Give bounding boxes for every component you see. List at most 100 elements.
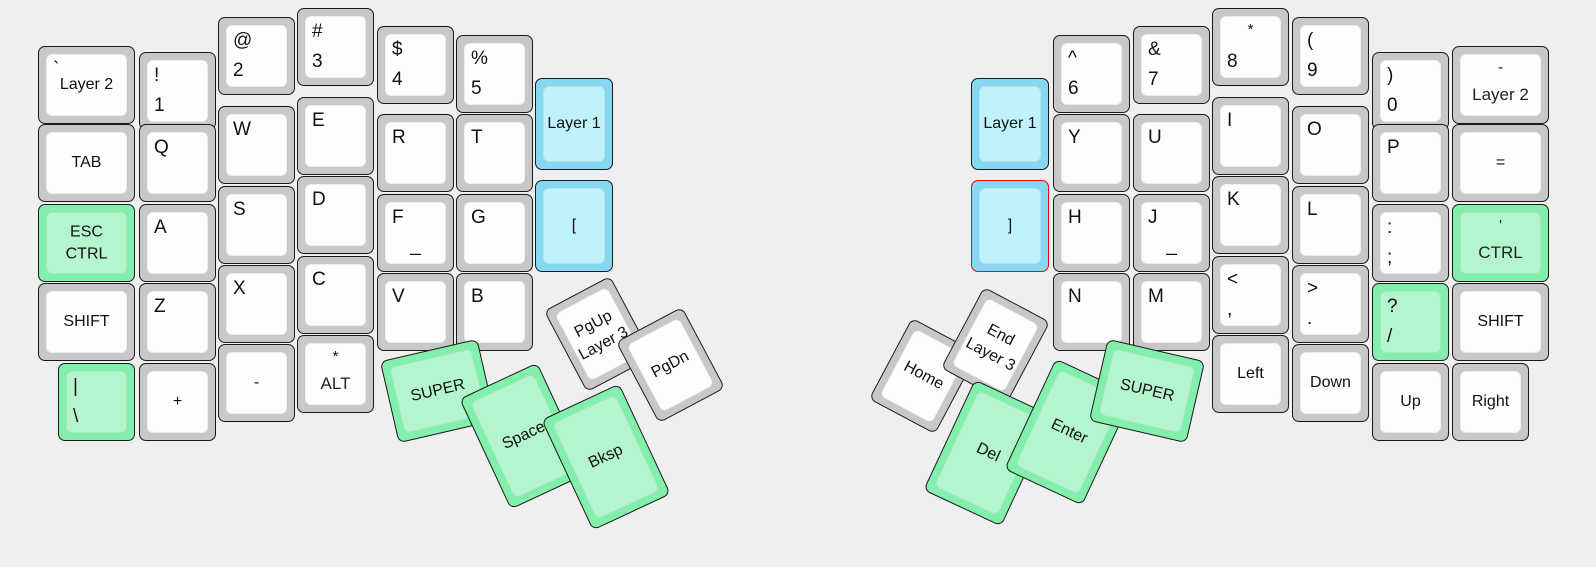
key-r-c1-r1[interactable]: Layer 1 [971,78,1049,170]
keycap: [ [543,188,605,264]
legend-top: T [471,127,483,148]
key-l-c3-r5[interactable]: - [218,344,295,422]
key-r-c6-r1[interactable]: )0 [1372,52,1449,130]
key-l-c2-r3[interactable]: A [139,204,216,282]
legend-main: Bksp [586,441,626,472]
key-l-c7-r1[interactable]: Layer 1 [535,78,613,170]
key-l-c4-r5[interactable]: *ALT [297,335,374,413]
key-r-c6-r3[interactable]: :; [1372,204,1449,282]
key-r-c5-r5[interactable]: Down [1292,344,1369,422]
key-l-c3-r2[interactable]: W [218,106,295,184]
keycap: - [226,352,287,414]
legend-top: : [1387,217,1393,238]
legend-top: ` [53,59,60,80]
key-r-c3-r3[interactable]: J_ [1133,194,1210,272]
keycap: B [464,281,525,343]
keycap: :; [1380,212,1441,274]
key-l-c4-r1[interactable]: #3 [297,8,374,86]
legend-top: G [471,207,486,228]
key-l-c5-r4[interactable]: V [377,273,454,351]
legend-bottom: 8 [1227,51,1238,72]
key-l-c3-r4[interactable]: X [218,265,295,343]
key-r-c2-r1[interactable]: ^6 [1053,35,1130,113]
legend-top: Y [1068,127,1081,148]
key-l-c6-r2[interactable]: T [456,114,533,192]
keycap: ESC CTRL [46,212,127,274]
keycap: T [464,122,525,184]
key-r-c3-r1[interactable]: &7 [1133,26,1210,104]
key-r-c5-r1[interactable]: (9 [1292,17,1369,95]
key-r-c2-r2[interactable]: Y [1053,114,1130,192]
keycap: PgDn [626,317,715,413]
legend-top: | [73,376,78,397]
key-r-c4-r4[interactable]: <, [1212,256,1289,334]
key-l-c1-r2[interactable]: TAB [38,124,135,202]
key-r-c7-r2[interactable]: = [1452,124,1549,202]
keycap: End Layer 3 [951,297,1040,393]
key-r-c4-r1[interactable]: *8 [1212,8,1289,86]
legend-main: + [172,393,183,410]
key-r-c5-r4[interactable]: >. [1292,265,1369,343]
key-l-c5-r3[interactable]: F_ [377,194,454,272]
key-l-c1-r3[interactable]: ESC CTRL [38,204,135,282]
key-r-c7-r4[interactable]: SHIFT [1452,283,1549,361]
key-l-c6-r1[interactable]: %5 [456,35,533,113]
keycap: (9 [1300,25,1361,87]
key-l-c4-r4[interactable]: C [297,256,374,334]
key-r-c2-r4[interactable]: N [1053,273,1130,351]
key-r-c5-r2[interactable]: O [1292,106,1369,184]
keycap: M [1141,281,1202,343]
keycap: %5 [464,43,525,105]
key-r-c4-r3[interactable]: K [1212,176,1289,254]
legend-main: = [1495,154,1506,171]
legend-top: C [312,269,326,290]
key-r-c6-r5[interactable]: Up [1372,363,1449,441]
keycap: L [1300,194,1361,256]
key-l-c2-r4[interactable]: Z [139,283,216,361]
keycap: ] [979,188,1041,264]
key-r-c5-r3[interactable]: L [1292,186,1369,264]
key-l-c2-r2[interactable]: Q [139,124,216,202]
key-l-c1-r4[interactable]: SHIFT [38,283,135,361]
key-r-c6-r2[interactable]: P [1372,124,1449,202]
keycap: )0 [1380,60,1441,122]
keycap: + [147,371,208,433]
key-r-c6-r4[interactable]: ?/ [1372,283,1449,361]
key-r-c7-r3[interactable]: 'CTRL [1452,204,1549,282]
legend-top: R [392,127,406,148]
key-r-c1-r2[interactable]: ] [971,180,1049,272]
key-l-c2-r1[interactable]: !1 [139,52,216,130]
key-r-c2-r3[interactable]: H [1053,194,1130,272]
keycap: >. [1300,273,1361,335]
key-l-c7-r2[interactable]: [ [535,180,613,272]
key-l-c3-r3[interactable]: S [218,186,295,264]
key-l-c6-r4[interactable]: B [456,273,533,351]
key-r-c7-r1[interactable]: -Layer 2 [1452,46,1549,124]
keycap: N [1061,281,1122,343]
keycap: SHIFT [46,291,127,353]
key-l-c1-r1[interactable]: `Layer 2 [38,46,135,124]
legend-top-center: * [332,348,339,365]
key-r-c7-r5[interactable]: Right [1452,363,1529,441]
key-l-c4-r2[interactable]: E [297,97,374,175]
keycap: E [305,105,366,167]
key-l-c6-r3[interactable]: G [456,194,533,272]
legend-top: < [1227,269,1239,290]
key-l-c1-r5[interactable]: |\ [58,363,135,441]
keycap: Up [1380,371,1441,433]
key-r-c3-r4[interactable]: M [1133,273,1210,351]
legend-main: Up [1400,393,1421,410]
key-r-c3-r2[interactable]: U [1133,114,1210,192]
legend-main: [ [571,217,577,234]
key-r-c4-r5[interactable]: Left [1212,335,1289,413]
key-l-c4-r3[interactable]: D [297,176,374,254]
key-l-c3-r1[interactable]: @2 [218,17,295,95]
key-r-c4-r2[interactable]: I [1212,97,1289,175]
key-l-c2-r5[interactable]: + [139,363,216,441]
key-l-c5-r1[interactable]: $4 [377,26,454,104]
legend-top: B [471,286,484,307]
legend-top: I [1227,110,1233,131]
key-l-c5-r2[interactable]: R [377,114,454,192]
keycap: Bksp [551,394,661,520]
keycap: ^6 [1061,43,1122,105]
